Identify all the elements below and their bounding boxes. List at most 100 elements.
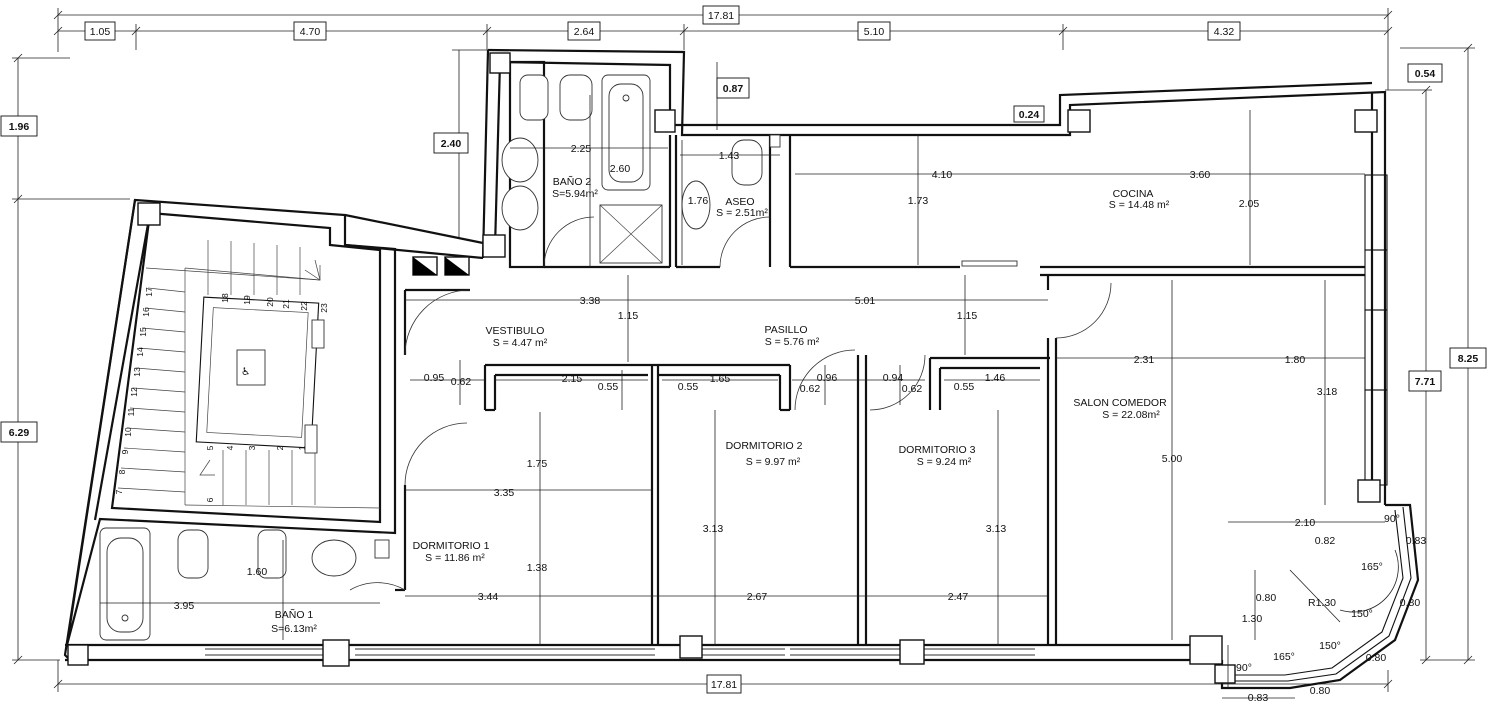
columns [67, 52, 1381, 684]
dim-coc-w1: 4.10 [932, 169, 953, 181]
step-18: 18 [220, 293, 230, 303]
dim-left-1-96: 1.96 [9, 121, 30, 133]
dim-pas-h2: 1.15 [957, 310, 978, 322]
dim-bay1: 0.82 [1315, 535, 1336, 547]
walls [63, 48, 1420, 690]
dim-ws4: 0.55 [598, 381, 619, 393]
step-14: 14 [135, 347, 145, 357]
dim-ang6: 165° [1273, 651, 1295, 663]
dim-ang5: 90° [1236, 662, 1252, 674]
step-3: 3 [247, 445, 257, 450]
room-bano1-area: S=6.13m² [271, 623, 317, 635]
fixtures [99, 74, 781, 641]
step-8: 8 [117, 469, 127, 474]
dim-sal-w1: 2.31 [1134, 354, 1155, 366]
dim-top-4-70: 4.70 [300, 26, 321, 38]
dim-pas-w2: 5.01 [855, 295, 876, 307]
inner-dimension-labels: 2.25 2.60 1.43 1.76 4.10 3.60 1.73 2.05 … [174, 143, 1427, 697]
dim-b1-h: 1.60 [247, 566, 268, 578]
dim-ang1: 90° [1384, 513, 1400, 525]
room-salon-name: SALON COMEDOR [1073, 397, 1167, 409]
dim-ws11: 0.55 [954, 381, 975, 393]
step-23: 23 [319, 303, 329, 313]
step-7: 7 [114, 489, 124, 494]
room-dorm3-name: DORMITORIO 3 [899, 444, 976, 456]
dim-ws12: 1.46 [985, 372, 1006, 384]
dim-ws2: 0.62 [451, 376, 472, 388]
dim-top-1-05: 1.05 [90, 26, 111, 38]
room-bano2-name: BAÑO 2 [553, 175, 592, 188]
room-bano1-name: BAÑO 1 [275, 608, 314, 621]
dim-2-40: 2.40 [441, 138, 462, 150]
room-vestibulo-area: S = 4.47 m² [493, 337, 548, 349]
dim-d3-h: 3.13 [986, 523, 1007, 535]
staircase: ♿ [117, 240, 381, 509]
dim-ws9: 0.94 [883, 372, 904, 384]
dim-aseo-h: 1.76 [688, 195, 709, 207]
dim-sal-w3: 2.10 [1295, 517, 1316, 529]
step-19: 19 [242, 295, 252, 305]
step-16: 16 [141, 307, 151, 317]
room-aseo-area: S = 2.51m² [716, 207, 768, 219]
room-pasillo-name: PASILLO [765, 324, 808, 336]
room-pasillo-area: S = 5.76 m² [765, 336, 820, 348]
step-12: 12 [129, 387, 139, 397]
dim-ang4: 150° [1319, 640, 1341, 652]
dim-ws6: 1.65 [710, 373, 731, 385]
dim-d1-h1: 1.75 [527, 458, 548, 470]
dim-coc-h2: 2.05 [1239, 198, 1260, 210]
dim-ws10: 0.62 [902, 383, 923, 395]
room-labels: VESTIBULO S = 4.47 m² PASILLO S = 5.76 m… [271, 175, 1170, 635]
step-11: 11 [126, 407, 136, 416]
step-1: 1 [297, 445, 307, 450]
dim-sal-h2: 5.00 [1162, 453, 1183, 465]
room-vestibulo-name: VESTIBULO [486, 325, 545, 337]
room-dorm1-name: DORMITORIO 1 [413, 540, 490, 552]
dim-ang3: 150° [1351, 608, 1373, 620]
dim-ws7: 0.96 [817, 372, 838, 384]
dim-bay2: 0.83 [1406, 535, 1427, 547]
dim-ang2: 165° [1361, 561, 1383, 573]
dim-sal-w2: 1.80 [1285, 354, 1306, 366]
step-10: 10 [123, 427, 133, 437]
dim-b2-h: 2.60 [610, 163, 631, 175]
dim-left-6-29: 6.29 [9, 427, 30, 439]
dim-d3-w: 2.47 [948, 591, 969, 603]
dim-bay6: 1.30 [1242, 613, 1263, 625]
wheelchair-icon: ♿ [241, 366, 250, 378]
dim-bay4: R1.30 [1308, 597, 1336, 609]
dim-bay3: 0.80 [1256, 592, 1277, 604]
dim-bottom-0-83: 0.83 [1248, 692, 1269, 704]
step-9: 9 [120, 449, 130, 454]
dim-top-5-10: 5.10 [864, 26, 885, 38]
room-salon-area: S = 22.08m² [1102, 409, 1160, 421]
step-2: 2 [275, 445, 285, 450]
room-aseo-name: ASEO [725, 196, 754, 208]
step-15: 15 [138, 327, 148, 337]
dim-pas-w1: 3.38 [580, 295, 601, 307]
dim-d1-w: 3.35 [494, 487, 515, 499]
dim-top-4-32: 4.32 [1214, 26, 1235, 38]
dim-aseo-w: 1.43 [719, 150, 740, 162]
room-dorm3-area: S = 9.24 m² [917, 456, 972, 468]
dim-bay8: 0.80 [1310, 685, 1331, 697]
dim-top-total: 17.81 [708, 10, 734, 22]
room-cocina-area: S = 14.48 m² [1109, 199, 1170, 211]
dim-coc-w2: 3.60 [1190, 169, 1211, 181]
dim-b1-w: 3.95 [174, 600, 195, 612]
step-4: 4 [225, 445, 235, 450]
dim-right-7-71: 7.71 [1415, 376, 1436, 388]
step-20: 20 [265, 297, 275, 307]
dim-ws8: 0.62 [800, 383, 821, 395]
step-22: 22 [299, 301, 309, 311]
stair-step-numbers: 7 8 9 10 11 12 13 14 15 16 17 18 19 20 2… [114, 287, 329, 502]
dim-d2-h: 3.13 [703, 523, 724, 535]
dim-top-2-64: 2.64 [574, 26, 595, 38]
dim-sal-h1: 3.18 [1317, 386, 1338, 398]
step-6: 6 [205, 497, 215, 502]
dim-bottom-total: 17.81 [711, 679, 737, 691]
dim-d1-w2: 3.44 [478, 591, 499, 603]
dim-ws3: 2.15 [562, 373, 583, 385]
dim-coc-h1: 1.73 [908, 195, 929, 207]
dim-ws1: 0.95 [424, 372, 445, 384]
